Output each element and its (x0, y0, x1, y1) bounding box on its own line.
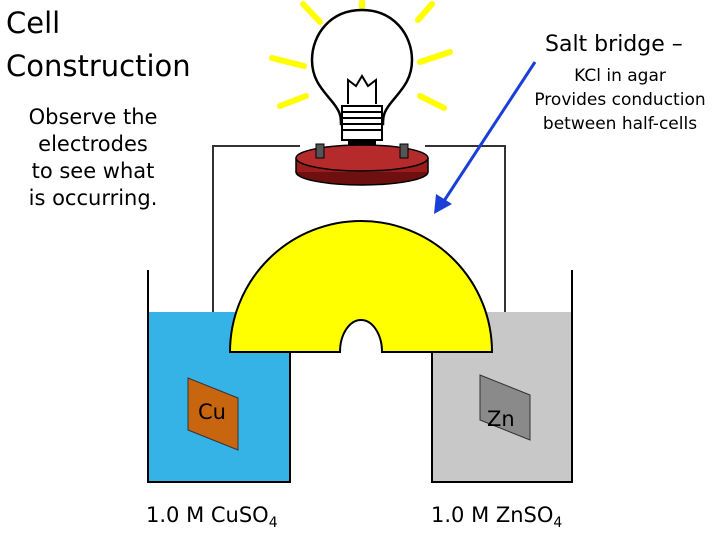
right-wire (425, 145, 506, 390)
left-beaker (147, 270, 291, 483)
right-beaker (431, 270, 573, 483)
bulb-base (295, 143, 429, 186)
arrow-head (434, 194, 452, 214)
cu-electrode (187, 377, 239, 451)
salt-bridge (228, 220, 494, 353)
left-wire (212, 145, 300, 388)
light-bulb-icon (310, 8, 414, 152)
page-title: Cell Construction (6, 6, 191, 83)
zn-electrode-label: Zn (487, 407, 515, 431)
arrow-to-bridge (440, 61, 537, 205)
left-solution-label: 1.0 M CuSO4 (146, 503, 278, 531)
zn-electrode (479, 374, 531, 441)
salt-bridge-description: KCl in agar Provides conduction between … (534, 66, 706, 134)
salt-bridge-title: Salt bridge – (545, 32, 683, 57)
cu-electrode-label: Cu (198, 400, 226, 424)
light-rays-icon (269, 0, 453, 111)
right-solution-label: 1.0 M ZnSO4 (431, 503, 563, 531)
observe-instruction: Observe the electrodes to see what is oc… (28, 105, 158, 210)
